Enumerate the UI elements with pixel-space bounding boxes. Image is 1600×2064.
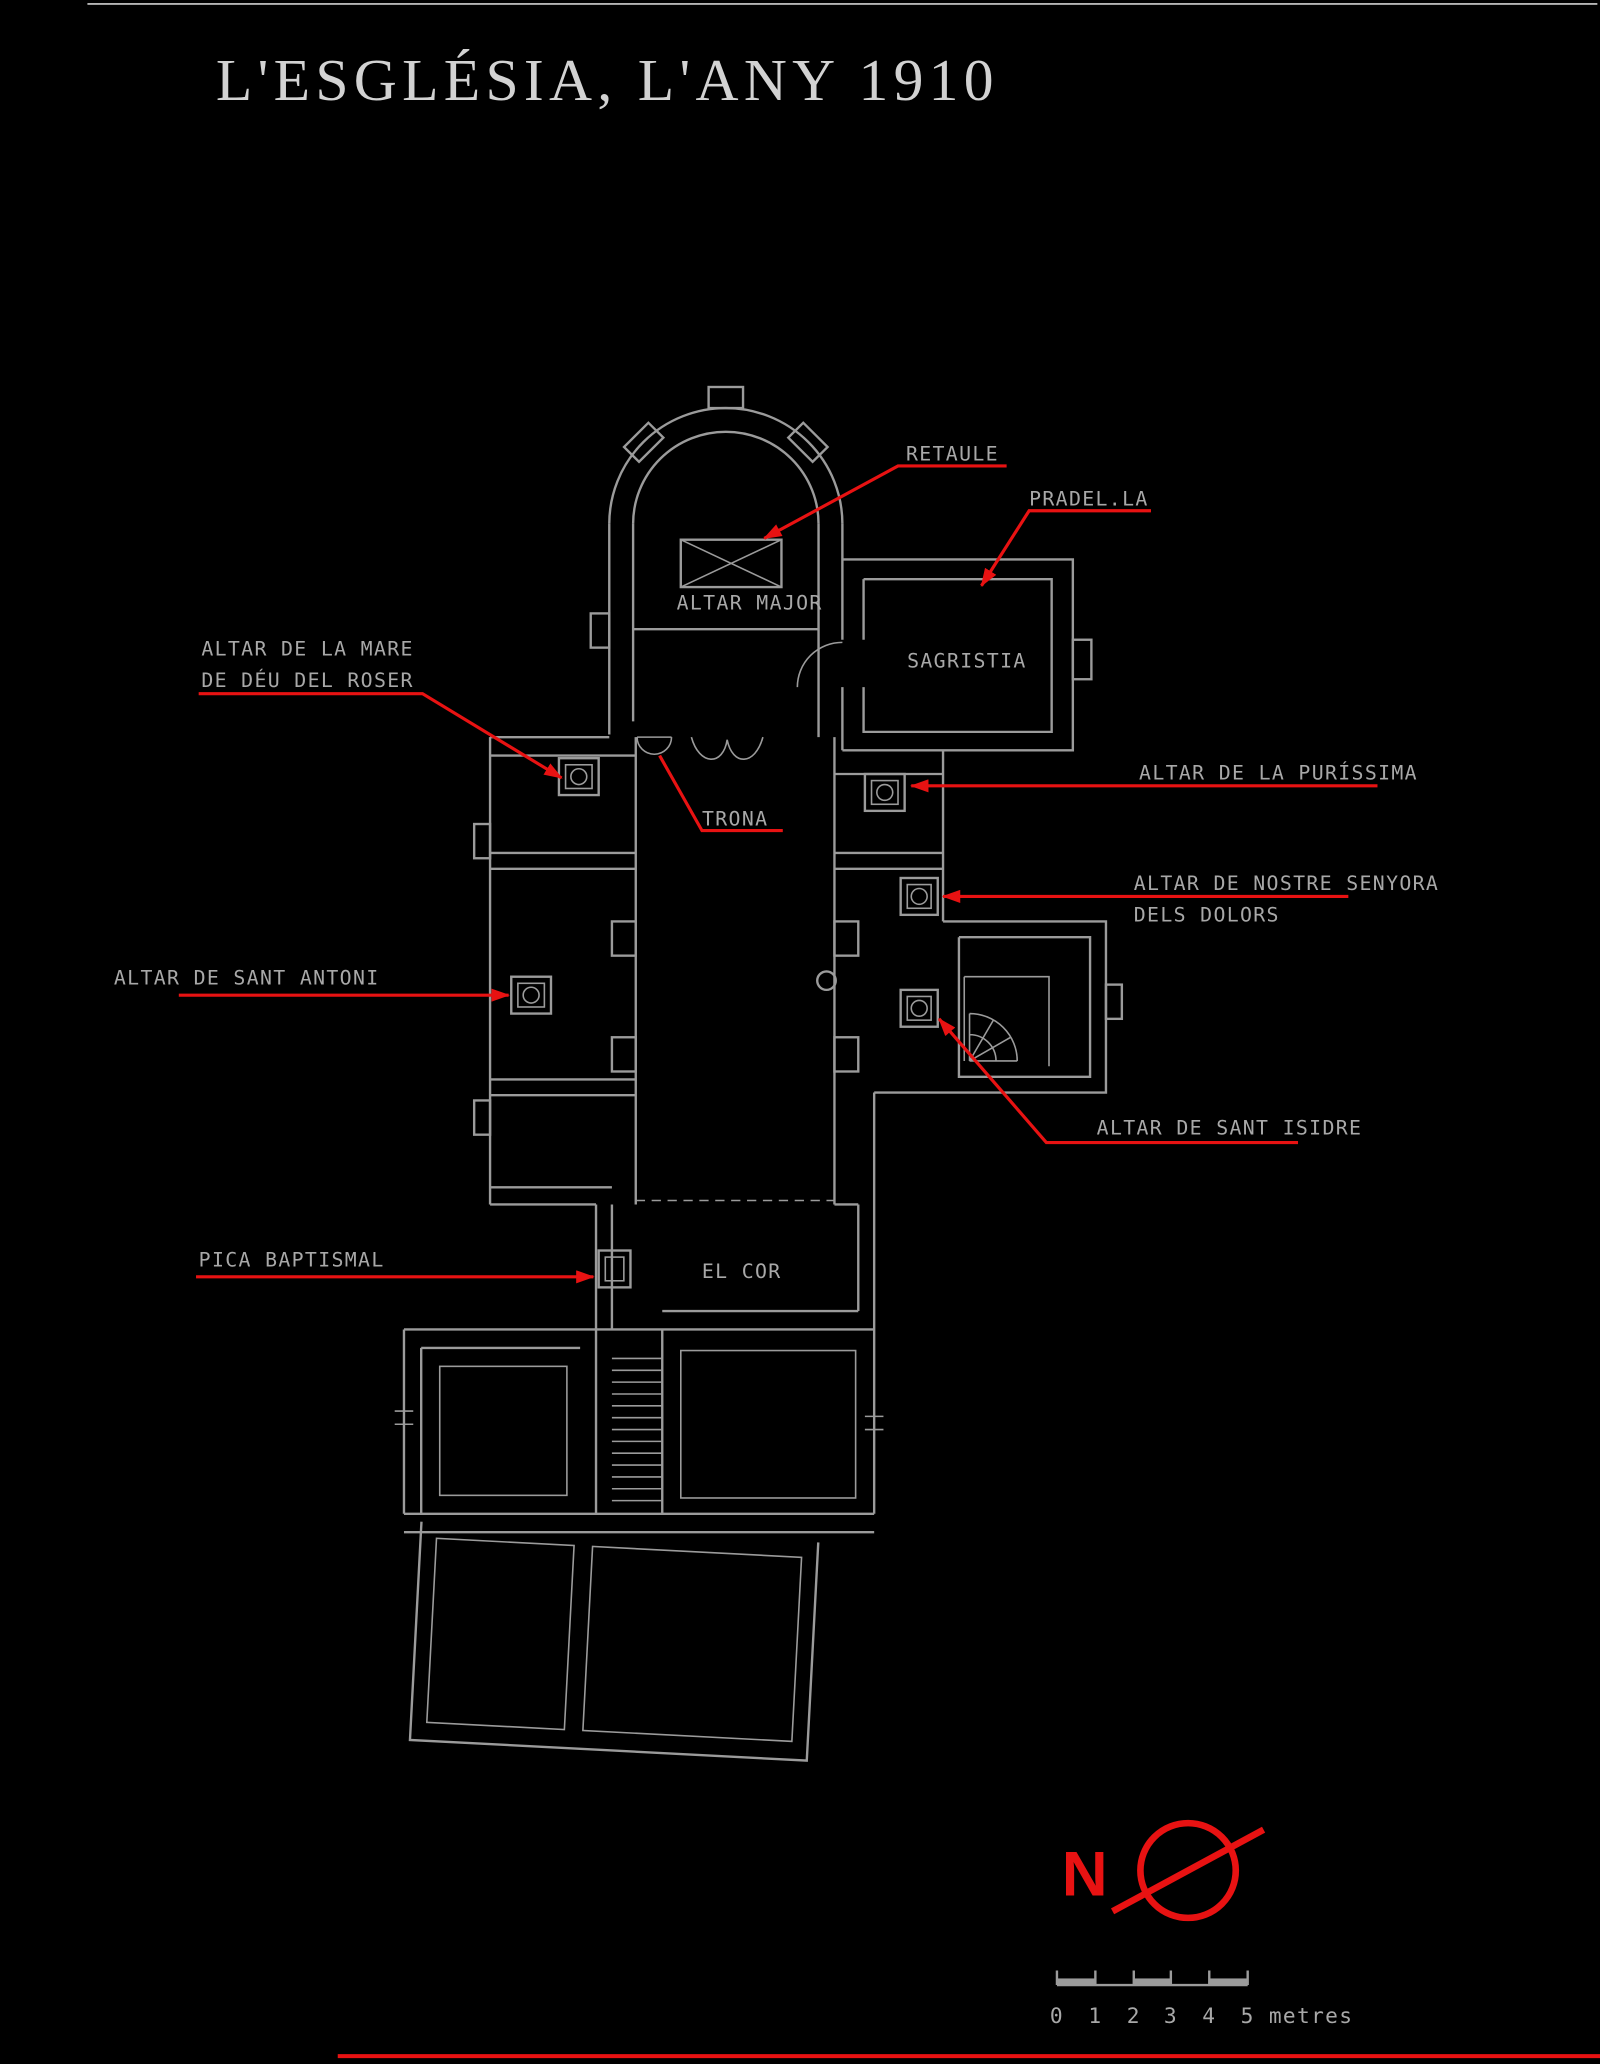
altar-antoni-symbol xyxy=(510,975,553,1015)
compass-north-symbol: N xyxy=(1062,1819,1266,1922)
label-dolors-line1: ALTAR DE NOSTRE SENYORA xyxy=(1134,872,1439,895)
spiral-staircase xyxy=(963,975,1050,1067)
scale-tick-2: 2 xyxy=(1127,2003,1141,2028)
page-title: L'ESGLÉSIA, L'ANY 1910 xyxy=(216,47,999,113)
lower-room-right xyxy=(680,1349,857,1499)
pilaster xyxy=(833,920,860,957)
apse-buttress-top xyxy=(707,385,745,410)
annex-buttress xyxy=(1104,983,1124,1021)
altar-purissima-symbol xyxy=(863,772,906,813)
scale-bar-segment xyxy=(1209,1978,1248,1986)
label-sant-isidre: ALTAR DE SANT ISIDRE xyxy=(1097,1117,1363,1140)
nave-left-walls xyxy=(488,735,637,1206)
left-buttress-upper xyxy=(472,822,492,860)
window-ticks xyxy=(394,1410,884,1431)
chancel-arch-ornament xyxy=(690,736,764,760)
label-dolors-line2: DELS DOLORS xyxy=(1134,903,1280,926)
scale-tick-1: 1 xyxy=(1088,2003,1102,2028)
altar-dolors-symbol xyxy=(899,876,939,917)
label-purissima: ALTAR DE LA PURÍSSIMA xyxy=(1139,761,1418,784)
pilaster xyxy=(833,1036,860,1073)
altar-roser-symbol xyxy=(557,757,600,797)
label-retaule: RETAULE xyxy=(906,443,999,466)
chancel-walls xyxy=(608,523,844,738)
altar-major-table xyxy=(679,538,783,589)
nave-right-walls xyxy=(833,737,945,1206)
annotation-lines xyxy=(178,464,1378,1284)
trona-leader-line xyxy=(658,754,783,833)
scale-tick-5: 5 xyxy=(1241,2003,1255,2028)
pilaster xyxy=(610,1036,637,1073)
baptismal-font-symbol xyxy=(597,1249,632,1289)
compass-north-letter: N xyxy=(1062,1840,1108,1910)
scale-tick-0: 0 xyxy=(1050,2003,1064,2028)
stair-annex-walls xyxy=(872,920,1108,1330)
sagristia-door-tab xyxy=(1071,638,1093,681)
scale-tick-3: 3 xyxy=(1164,2003,1178,2028)
altar-isidre-symbol xyxy=(899,988,939,1028)
floor-plan xyxy=(394,385,1124,1762)
el-cor-walls xyxy=(594,1204,875,1331)
apse-inner-wall xyxy=(631,430,820,524)
scale-bar-segment xyxy=(1056,1978,1096,1986)
scale-bar-segment xyxy=(1133,1978,1171,1986)
label-trona: TRONA xyxy=(702,807,768,830)
lower-building-walls xyxy=(402,1328,876,1534)
trona-pulpit xyxy=(636,736,673,756)
apse-buttress-right xyxy=(786,421,830,464)
pradella-leader-line xyxy=(980,509,1151,587)
label-pradella: PRADEL.LA xyxy=(1029,488,1149,511)
label-el-cor: EL COR xyxy=(702,1260,782,1283)
label-altar-major: ALTAR MAJOR xyxy=(677,592,823,615)
chancel-buttress xyxy=(589,612,611,649)
scale-unit-label: metres xyxy=(1269,2003,1353,2028)
lower-room-left xyxy=(438,1365,568,1497)
label-pica-baptismal: PICA BAPTISMAL xyxy=(199,1248,385,1271)
label-roser-line2: DE DÉU DEL ROSER xyxy=(201,669,413,692)
label-roser-line1: ALTAR DE LA MARE xyxy=(201,638,413,661)
staircase-treads xyxy=(611,1357,663,1502)
left-buttress-lower xyxy=(472,1099,492,1136)
altar-major-cross xyxy=(680,538,782,588)
lower-annex xyxy=(408,1521,820,1762)
roser-leader-line xyxy=(198,692,563,780)
label-sant-antoni: ALTAR DE SANT ANTONI xyxy=(114,967,380,990)
retaule-leader-line xyxy=(763,464,1007,540)
label-sagristia: SAGRISTIA xyxy=(907,649,1027,672)
scale-bar: 0 1 2 3 4 5 metres xyxy=(1050,1970,1353,2028)
apse-buttress-left xyxy=(622,421,666,464)
scale-tick-4: 4 xyxy=(1202,2003,1216,2028)
isidre-leader-line xyxy=(937,1017,1299,1145)
pilaster xyxy=(610,920,637,957)
sagristia-door-arc xyxy=(796,641,843,688)
compass-needle xyxy=(1111,1826,1266,1915)
nave-column xyxy=(816,970,837,992)
compass-circle xyxy=(1137,1819,1240,1922)
